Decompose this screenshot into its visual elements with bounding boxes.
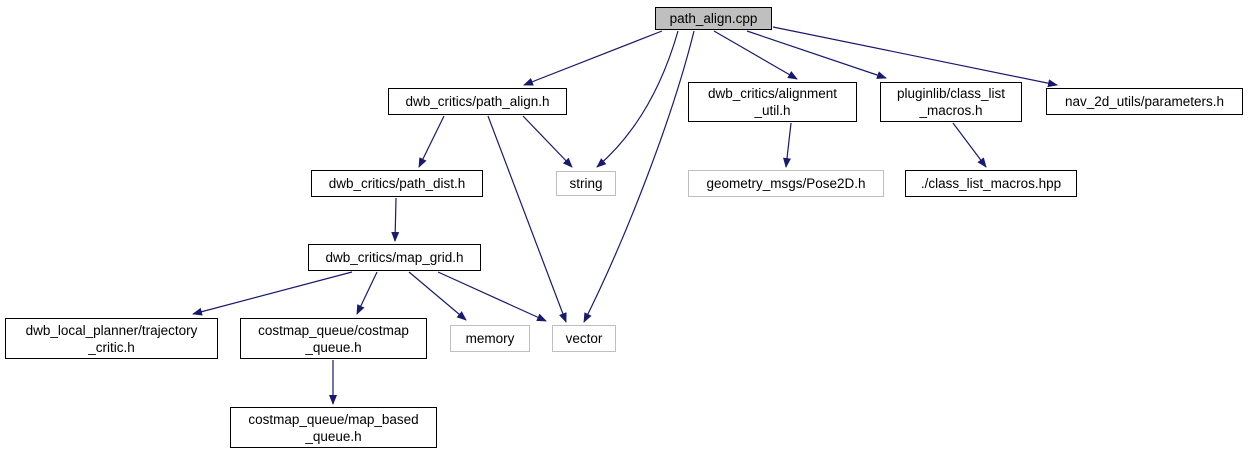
graph-node-label: _queue.h	[305, 428, 362, 444]
edge-dwb_critics_map_grid_h-to-dwb_local_planner_trajectory_critic_h	[192, 271, 353, 316]
graph-node-label: _critic.h	[88, 339, 135, 355]
edge-path_align_cpp-to-pluginlib_class_list_macros_h	[746, 30, 887, 79]
graph-node-label: ./class_list_macros.hpp	[920, 176, 1062, 191]
edge-path_align_cpp-to-dwb_critics_path_align_h	[523, 30, 663, 86]
edge-path_align_cpp-to-string	[596, 30, 679, 168]
graph-node-label: dwb_critics/path_align.h	[405, 94, 550, 109]
graph-node-label: path_align.cpp	[669, 11, 758, 26]
graph-node-label: pluginlib/class_list	[896, 86, 1006, 101]
graph-node-geometry_msgs_pose2d_h[interactable]: geometry_msgs/Pose2D.h	[688, 170, 884, 197]
graph-node-label: string	[569, 176, 603, 191]
graph-node-string[interactable]: string	[556, 171, 616, 196]
graph-node-label: costmap_queue/costmap	[258, 322, 409, 338]
edge-dwb_critics_alignment_util_h-to-geometry_msgs_pose2d_h	[783, 122, 792, 168]
graph-node-path_align_cpp[interactable]: path_align.cpp	[655, 7, 772, 30]
graph-node-label: dwb_local_planner/trajectory	[25, 322, 198, 338]
graph-node-dwb_critics_map_grid_h[interactable]: dwb_critics/map_grid.h	[308, 244, 481, 271]
graph-node-memory[interactable]: memory	[450, 325, 530, 352]
edge-dwb_critics_path_align_h-to-vector	[487, 115, 567, 323]
graph-node-label: vector	[565, 331, 603, 346]
graph-node-dwb_local_planner_trajectory_critic_h[interactable]: dwb_local_planner/trajectory_critic.h	[5, 318, 218, 359]
graph-node-label: geometry_msgs/Pose2D.h	[706, 176, 866, 191]
edge-pluginlib_class_list_macros_h-to-class_list_macros_hpp	[952, 122, 987, 168]
graph-node-label: _util.h	[754, 103, 791, 118]
graph-node-label: dwb_critics/alignment	[707, 86, 838, 101]
graph-node-dwb_critics_alignment_util_h[interactable]: dwb_critics/alignment _util.h	[688, 82, 857, 122]
graph-node-dwb_critics_path_dist_h[interactable]: dwb_critics/path_dist.h	[311, 170, 483, 197]
graph-node-vector[interactable]: vector	[552, 325, 616, 352]
edge-dwb_critics_map_grid_h-to-costmap_queue_costmap_queue_h	[356, 271, 378, 315]
edge-dwb_critics_path_align_h-to-string	[522, 115, 573, 168]
graph-node-dwb_critics_path_align_h[interactable]: dwb_critics/path_align.h	[388, 88, 567, 115]
edge-path_align_cpp-to-vector	[583, 30, 695, 323]
edge-dwb_critics_map_grid_h-to-memory	[408, 271, 467, 321]
graph-node-label: _macros.h	[919, 103, 983, 118]
graph-node-label: costmap_queue/map_based	[248, 411, 419, 427]
graph-node-pluginlib_class_list_macros_h[interactable]: pluginlib/class_list _macros.h	[880, 82, 1022, 122]
graph-node-label: _queue.h	[305, 339, 362, 355]
graph-node-class_list_macros_hpp[interactable]: ./class_list_macros.hpp	[905, 170, 1077, 197]
graph-node-label: memory	[465, 331, 515, 346]
graph-node-nav_2d_utils_parameters_h[interactable]: nav_2d_utils/parameters.h	[1046, 88, 1243, 115]
edge-path_align_cpp-to-dwb_critics_alignment_util_h	[713, 30, 798, 80]
graph-node-costmap_queue_map_based_queue_h[interactable]: costmap_queue/map_based_queue.h	[230, 407, 437, 448]
graph-node-label: dwb_critics/path_dist.h	[328, 176, 466, 191]
edge-dwb_critics_path_align_h-to-dwb_critics_path_dist_h	[418, 115, 445, 168]
edge-path_align_cpp-to-nav_2d_utils_parameters_h	[772, 26, 1058, 88]
graph-node-label: dwb_critics/map_grid.h	[325, 250, 464, 265]
graph-node-costmap_queue_costmap_queue_h[interactable]: costmap_queue/costmap_queue.h	[240, 318, 427, 359]
edge-dwb_critics_map_grid_h-to-vector	[437, 271, 547, 322]
edge-dwb_critics_path_dist_h-to-dwb_critics_map_grid_h	[391, 197, 400, 242]
graph-node-label: nav_2d_utils/parameters.h	[1064, 94, 1225, 109]
